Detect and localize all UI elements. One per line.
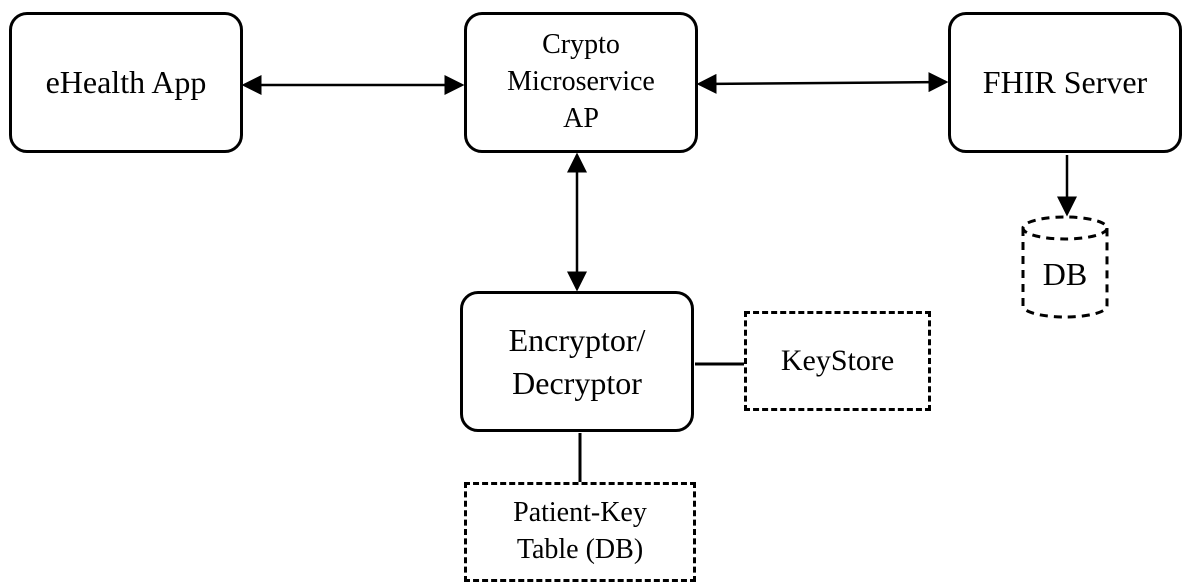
ehealth-app-label: eHealth App <box>45 64 207 101</box>
crypto-microservice-label: Crypto Microservice AP <box>507 29 655 134</box>
db-cylinder-icon <box>1021 215 1109 319</box>
keystore-node: KeyStore <box>744 311 931 411</box>
encryptor-decryptor-label: Encryptor/ Decryptor <box>508 322 646 401</box>
ehealth-app-node: eHealth App <box>9 12 243 153</box>
patient-key-table-node: Patient-Key Table (DB) <box>464 482 696 582</box>
fhir-server-node: FHIR Server <box>948 12 1182 153</box>
fhir-server-label: FHIR Server <box>982 64 1148 101</box>
encryptor-decryptor-node: Encryptor/ Decryptor <box>460 291 694 432</box>
patient-key-table-label: Patient-Key Table (DB) <box>513 497 647 565</box>
keystore-label: KeyStore <box>780 344 895 378</box>
database-label: DB <box>1042 256 1088 292</box>
crypto-microservice-node: Crypto Microservice AP <box>464 12 698 153</box>
edge-crypto-fhir <box>696 72 949 94</box>
